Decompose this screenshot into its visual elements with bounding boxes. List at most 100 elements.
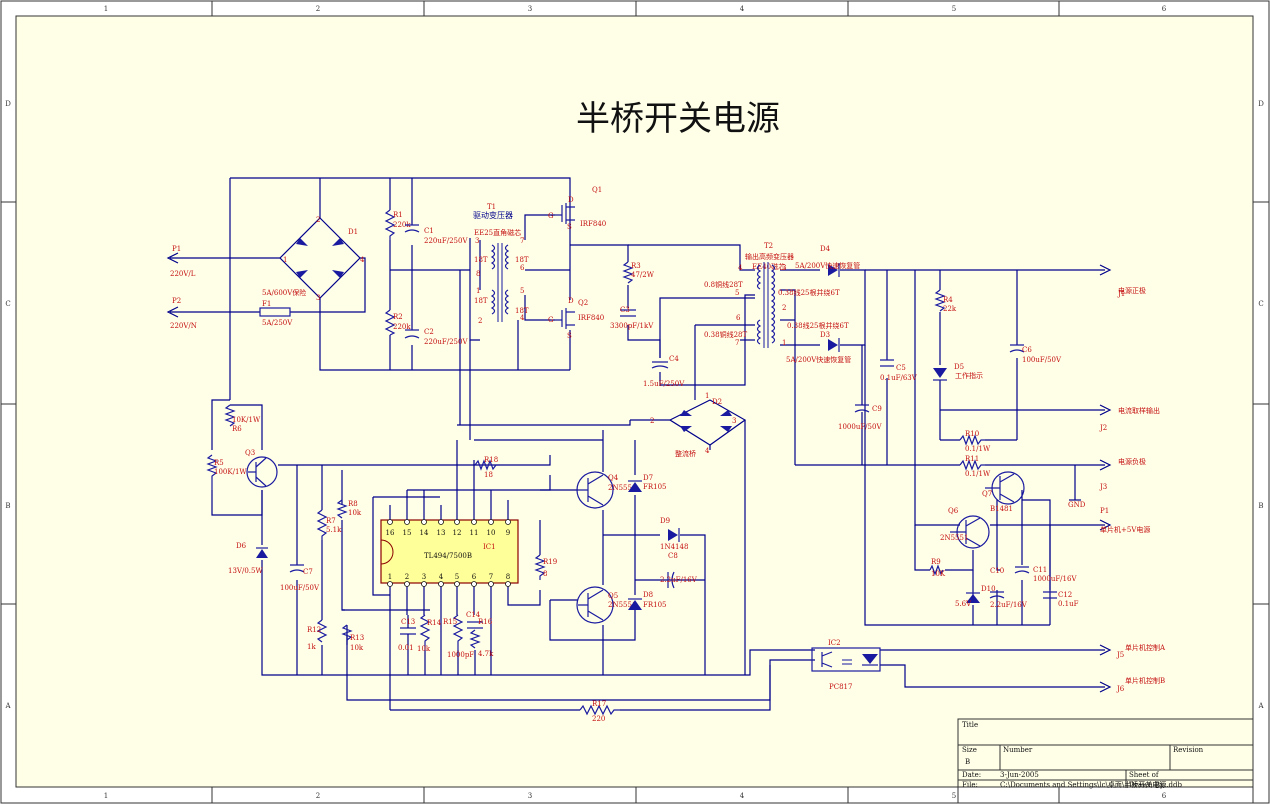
output-p1: P1 单片机+5V电源 <box>1099 507 1150 534</box>
svg-text:GND: GND <box>1068 501 1086 509</box>
svg-text:1: 1 <box>782 339 786 347</box>
capacitor-c10: C10 2.2uF/16V <box>989 567 1028 609</box>
svg-text:2N5551: 2N5551 <box>608 601 636 609</box>
svg-text:R2: R2 <box>393 313 403 321</box>
optocoupler-ic2: IC2 PC817 <box>811 639 881 691</box>
p1-id: P1 <box>172 245 181 253</box>
resistor-r13: R13 10k <box>341 624 364 652</box>
svg-text:5A/200V快速恢复管: 5A/200V快速恢复管 <box>795 261 860 270</box>
ic-pin-number: 16 <box>386 529 395 537</box>
capacitor-c2: C2 220uF/250V <box>404 328 468 346</box>
svg-text:D3: D3 <box>820 331 830 339</box>
svg-text:5A/200V快速恢复管: 5A/200V快速恢复管 <box>786 355 851 364</box>
d1-id: D1 <box>348 228 358 236</box>
svg-text:220k: 220k <box>393 221 411 229</box>
svg-text:R1: R1 <box>393 211 403 219</box>
resistor-r14: R14 10k <box>417 614 442 653</box>
svg-text:100uF/50V: 100uF/50V <box>1022 356 1062 364</box>
ic-pin-pad <box>505 581 511 587</box>
svg-text:1: 1 <box>283 256 287 264</box>
svg-text:220: 220 <box>592 715 605 723</box>
svg-text:D2: D2 <box>712 398 722 406</box>
svg-text:0.1/1W: 0.1/1W <box>965 470 991 478</box>
svg-text:Q1: Q1 <box>592 186 602 194</box>
svg-text:输出高频变压器: 输出高频变压器 <box>745 252 794 261</box>
svg-text:18T: 18T <box>474 297 488 305</box>
svg-text:3: 3 <box>782 264 786 272</box>
p1-label: 220V/L <box>170 270 196 278</box>
svg-text:Q3: Q3 <box>245 449 255 457</box>
ic-pin-number: 7 <box>489 573 493 581</box>
ic-pin-pad <box>404 519 410 525</box>
frame-row-label: A <box>4 702 11 710</box>
capacitor-c7: C7 100uF/50V <box>280 564 320 592</box>
ic-pin-pad <box>488 519 494 525</box>
capacitor-c5: C5 0.1uF/63V <box>880 359 918 382</box>
frame-col-label: 6 <box>1162 5 1167 13</box>
svg-text:P1: P1 <box>1100 507 1109 515</box>
size-value: B <box>965 758 970 766</box>
svg-text:R8: R8 <box>348 500 358 508</box>
svg-text:0.01: 0.01 <box>398 644 414 652</box>
svg-text:R7: R7 <box>326 517 336 525</box>
svg-text:FR105: FR105 <box>643 483 667 491</box>
resistor-r4: R4 22k <box>934 289 957 313</box>
output-j6: 单片机控制B J6 <box>1099 676 1165 693</box>
frame-col-label: 2 <box>316 5 320 13</box>
resistor-r15: R15 1000pF <box>443 614 474 659</box>
svg-text:R3: R3 <box>631 262 641 270</box>
svg-text:D10: D10 <box>981 585 996 593</box>
transistor-q4: Q4 2N5551 <box>576 471 636 509</box>
p2-label: 220V/N <box>170 322 197 330</box>
svg-text:C7: C7 <box>303 568 313 576</box>
ic-pin-number: 15 <box>403 529 412 537</box>
bridge-rectifier-d2: D2 整流桥 2 3 1 4 <box>650 392 736 458</box>
svg-text:C8: C8 <box>668 552 678 560</box>
diode-d7: D7 FR105 <box>628 474 667 492</box>
svg-text:D: D <box>568 196 574 204</box>
frame-col-label: 3 <box>528 5 532 13</box>
resistor-r8: R8 10k <box>336 499 362 519</box>
frame-row-label: C <box>1258 300 1263 308</box>
svg-text:J1: J1 <box>1117 290 1125 298</box>
svg-text:0.1uF/63V: 0.1uF/63V <box>880 374 918 382</box>
capacitor-c6: C6 100uF/50V <box>1009 344 1062 364</box>
svg-text:0.1uF: 0.1uF <box>1058 600 1079 608</box>
svg-text:18T: 18T <box>515 256 529 264</box>
output-j3: 电源负极 J3 <box>1099 457 1146 491</box>
ic-pin-pad <box>404 581 410 587</box>
ic-pin-number: 8 <box>506 573 510 581</box>
diode-d3: D3 5A/200V快速恢复管 <box>786 331 851 364</box>
frame-row-label: D <box>5 100 11 108</box>
transistor-q5: Q5 2N5551 <box>576 586 636 624</box>
fuse-id: F1 <box>262 300 271 308</box>
frame-col-label: 2 <box>316 792 320 800</box>
svg-text:0.38铜线28T: 0.38铜线28T <box>704 330 747 339</box>
t1-id: T1 <box>487 203 496 211</box>
p2-id: P2 <box>172 297 181 305</box>
svg-text:6: 6 <box>520 264 525 272</box>
svg-text:G: G <box>548 212 554 220</box>
frame-col-label: 1 <box>104 792 108 800</box>
output-j2: 电流取样输出 J2 <box>1099 404 1160 432</box>
fuse-note: 5A/600V保险 <box>262 288 306 297</box>
ic-pin-pad <box>387 581 393 587</box>
svg-text:4: 4 <box>360 256 365 264</box>
capacitor-c8: C8 2.2uF/16V <box>660 552 698 589</box>
svg-text:2N5551: 2N5551 <box>940 534 968 542</box>
resistor-r6: 10K/1W R6 <box>224 404 261 433</box>
svg-text:3300pF/1kV: 3300pF/1kV <box>610 322 654 330</box>
ic-pin-pad <box>488 581 494 587</box>
resistor-r19: R19 8 <box>534 554 557 580</box>
svg-text:1: 1 <box>705 392 709 400</box>
frame-col-label: 3 <box>528 792 532 800</box>
svg-text:3: 3 <box>475 237 479 245</box>
frame-row-label: B <box>1258 502 1263 510</box>
capacitor-c4: C4 1.5uF/250V <box>643 355 685 388</box>
svg-text:8: 8 <box>543 570 547 578</box>
svg-text:C14: C14 <box>466 611 481 619</box>
capacitor-c11: C11 1000uF/16V <box>1014 566 1077 583</box>
schematic-title: 半桥开关电源 <box>576 99 780 139</box>
resistor-r17: R17 220 <box>579 700 620 723</box>
